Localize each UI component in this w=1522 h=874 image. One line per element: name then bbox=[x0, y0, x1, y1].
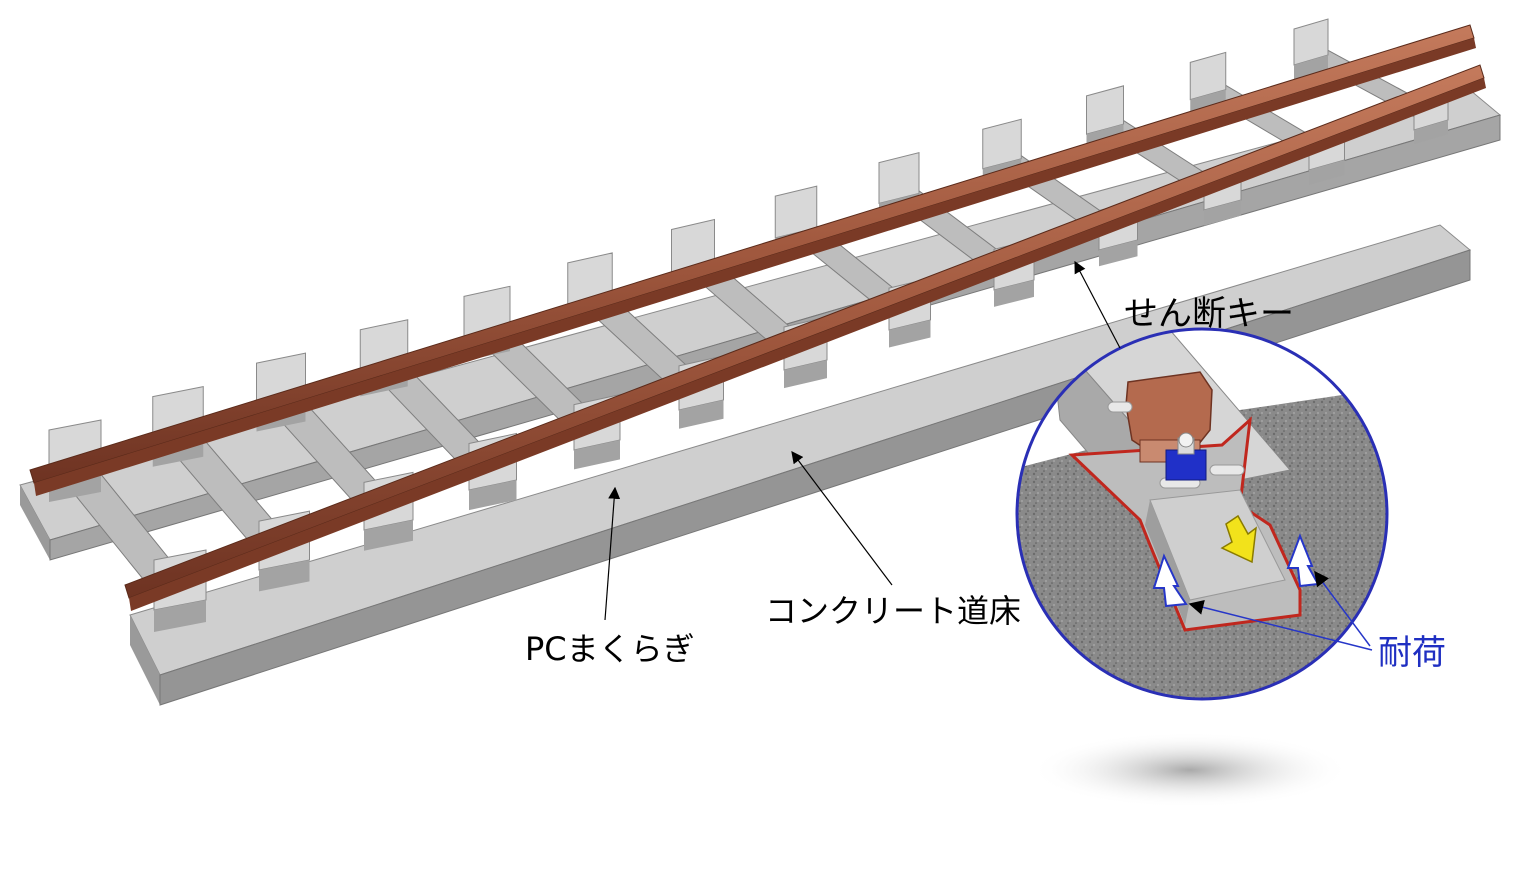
labels: せん断キー PCまくらぎ コンクリート道床 耐荷 bbox=[525, 294, 1446, 673]
label-shear-key: せん断キー bbox=[1124, 294, 1294, 334]
sleeper-end-face bbox=[574, 440, 620, 470]
rail-left bbox=[29, 24, 1476, 496]
sleeper-end-face bbox=[1294, 55, 1328, 80]
sleeper-end-face bbox=[259, 560, 310, 592]
sleeper-end-face bbox=[889, 320, 931, 348]
leader-concrete-bed bbox=[791, 451, 893, 586]
leader-shear-key bbox=[1074, 260, 1121, 349]
blue-up-arrow-icon bbox=[1152, 553, 1188, 608]
leader-load-2 bbox=[1314, 570, 1371, 647]
yellow-down-arrow-icon bbox=[1220, 514, 1257, 564]
sleeper-end-block bbox=[1189, 51, 1227, 101]
leader-pc-sleeper bbox=[604, 486, 621, 621]
sleeper-end-face bbox=[679, 400, 724, 429]
sleeper-end-face bbox=[154, 600, 206, 632]
leader-lines bbox=[604, 260, 1373, 651]
rails bbox=[29, 24, 1486, 611]
rail-right bbox=[124, 64, 1486, 611]
sleeper-end-face bbox=[1204, 200, 1241, 226]
sleeper-end-face bbox=[1099, 240, 1138, 267]
label-concrete-bed: コンクリート道床 bbox=[765, 592, 1021, 630]
zoom-shadow bbox=[1030, 732, 1350, 808]
sleeper-end-block bbox=[878, 152, 920, 204]
sleeper-end-face bbox=[994, 280, 1034, 307]
bolt-icon bbox=[1165, 432, 1207, 481]
blue-up-arrow-icon bbox=[1286, 533, 1320, 588]
shear-key-detail-view bbox=[1015, 327, 1389, 701]
sleeper-end-face bbox=[784, 360, 827, 389]
label-load-resistance: 耐荷 bbox=[1378, 633, 1446, 673]
leader-load-1 bbox=[1188, 600, 1373, 651]
sleeper-end-face bbox=[1309, 160, 1345, 185]
sleeper-end-face bbox=[469, 480, 517, 511]
sleeper-end-face bbox=[364, 520, 413, 551]
label-pc-sleeper: PCまくらぎ bbox=[525, 630, 695, 668]
sleeper-end-face bbox=[1414, 120, 1448, 145]
